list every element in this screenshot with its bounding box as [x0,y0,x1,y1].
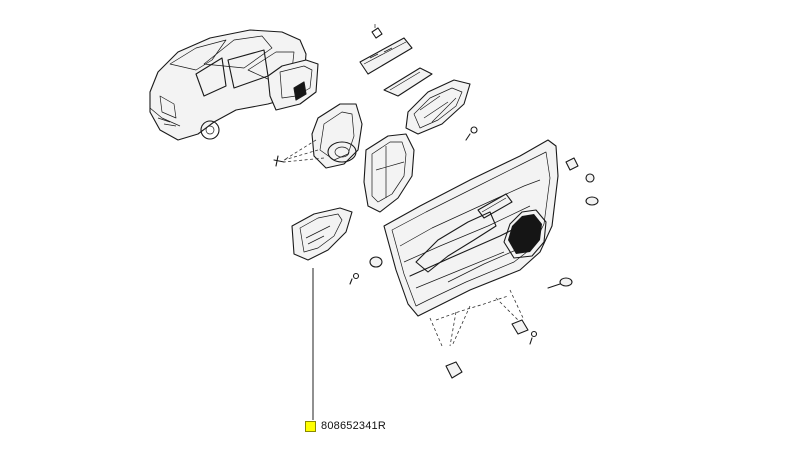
callout-marker [305,420,316,432]
speaker-bracket-part [273,103,363,169]
screw-icon [465,126,478,141]
door-panel-icon [349,139,599,379]
trim-strip-part [359,24,413,75]
pocket-trim-part [291,207,353,261]
speaker-grille-part [405,79,478,141]
car-outline-icon [149,29,319,141]
part-number-label[interactable]: 808652341R [321,420,387,432]
part-callout[interactable]: 808652341R [305,420,386,432]
clip-icon [349,157,599,289]
speaker-icon [327,141,357,163]
clip-icon [371,24,383,39]
handle-bezel-part [383,67,433,97]
speaker-cover-part [363,133,415,213]
clip-icon [445,319,538,379]
